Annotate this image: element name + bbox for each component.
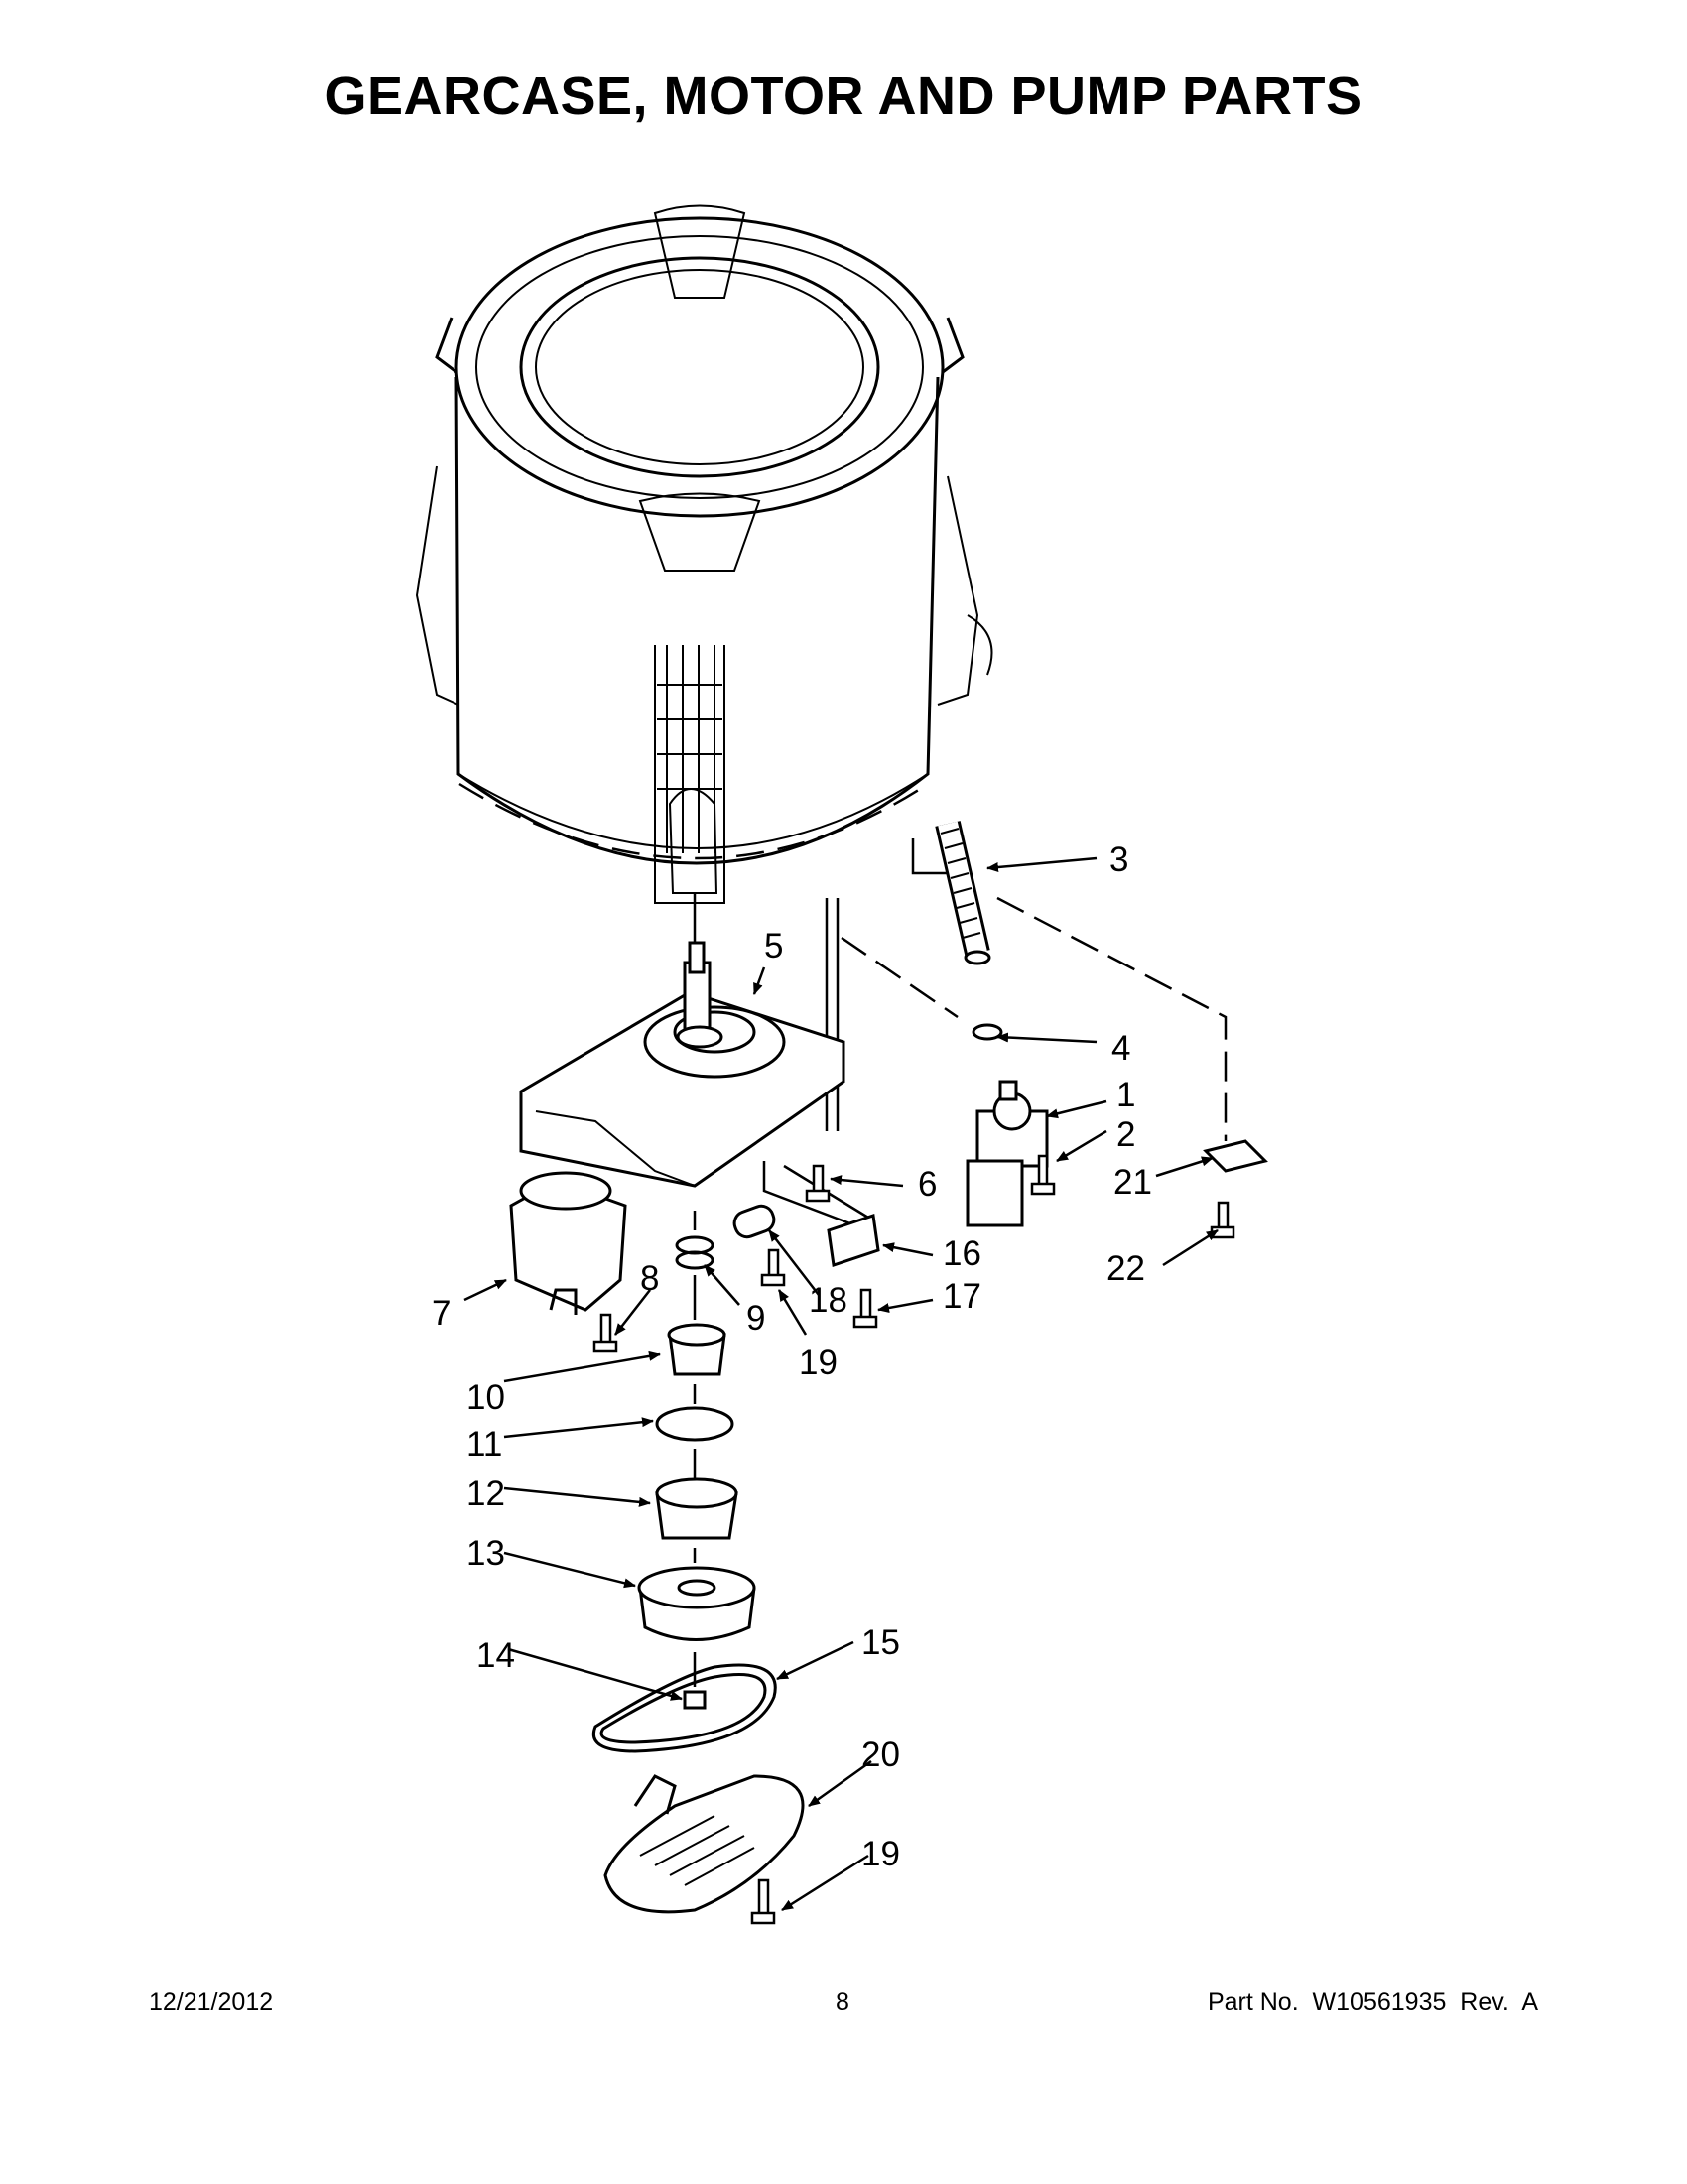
callout-16: 16 — [943, 1234, 981, 1273]
drain-pump-part — [966, 1080, 1049, 1227]
callout-9: 9 — [746, 1299, 765, 1338]
bracket-part — [1203, 1139, 1268, 1173]
callout-22: 22 — [1106, 1249, 1145, 1288]
motor-part — [509, 1171, 627, 1315]
callout-21: 21 — [1113, 1163, 1152, 1202]
callout-17: 17 — [943, 1277, 981, 1316]
pulley-part — [637, 1566, 756, 1641]
callout-10: 10 — [466, 1378, 505, 1417]
gearcase-part — [519, 941, 845, 1188]
footer-page-number: 8 — [836, 1989, 849, 2016]
callout-15: 15 — [861, 1623, 900, 1662]
pump-screw-part — [1030, 1154, 1056, 1196]
callout-20: 20 — [861, 1735, 900, 1774]
tub-part — [415, 204, 993, 904]
drive-pulley-hub-part — [667, 1323, 726, 1376]
callout-4: 4 — [1111, 1029, 1130, 1068]
callout-19: 19 — [799, 1344, 838, 1382]
callout-13: 13 — [466, 1534, 505, 1573]
shield-screw-part — [750, 1878, 776, 1925]
callout-18: 18 — [809, 1281, 847, 1320]
clutch-housing-part — [655, 1477, 738, 1540]
base-screw-part — [805, 1164, 831, 1203]
footer-part-number: Part No. W10561935 Rev. A — [1207, 1989, 1538, 2016]
spring-part — [675, 1235, 714, 1270]
callout-14: 14 — [476, 1636, 515, 1675]
callout-11: 11 — [466, 1425, 502, 1464]
callout-5: 5 — [764, 927, 783, 965]
switch-part — [827, 1214, 880, 1267]
callout-arrows — [463, 856, 1219, 1912]
callout-8: 8 — [640, 1259, 659, 1298]
callout-6: 6 — [918, 1165, 937, 1204]
drive-belt-part — [592, 1663, 777, 1753]
switch-screw-part — [852, 1288, 878, 1329]
callout-2: 2 — [1116, 1115, 1135, 1154]
shield-part — [603, 1774, 805, 1914]
callout-7: 7 — [432, 1294, 451, 1333]
callout-3: 3 — [1109, 840, 1128, 879]
footer-date: 12/21/2012 — [149, 1989, 274, 2016]
callout-19-lower: 19 — [861, 1835, 900, 1873]
callout-12: 12 — [466, 1475, 505, 1513]
capacitor-part — [732, 1204, 776, 1239]
hose-clamp-part — [972, 1023, 1003, 1041]
page-title: GEARCASE, MOTOR AND PUMP PARTS — [324, 66, 1363, 126]
capacitor-screw-part — [760, 1248, 786, 1287]
motor-screw-part — [592, 1313, 618, 1353]
drain-hose-part — [935, 821, 991, 965]
callout-1: 1 — [1116, 1076, 1135, 1114]
clutch-band-part — [655, 1406, 734, 1442]
nut-part — [683, 1690, 707, 1710]
